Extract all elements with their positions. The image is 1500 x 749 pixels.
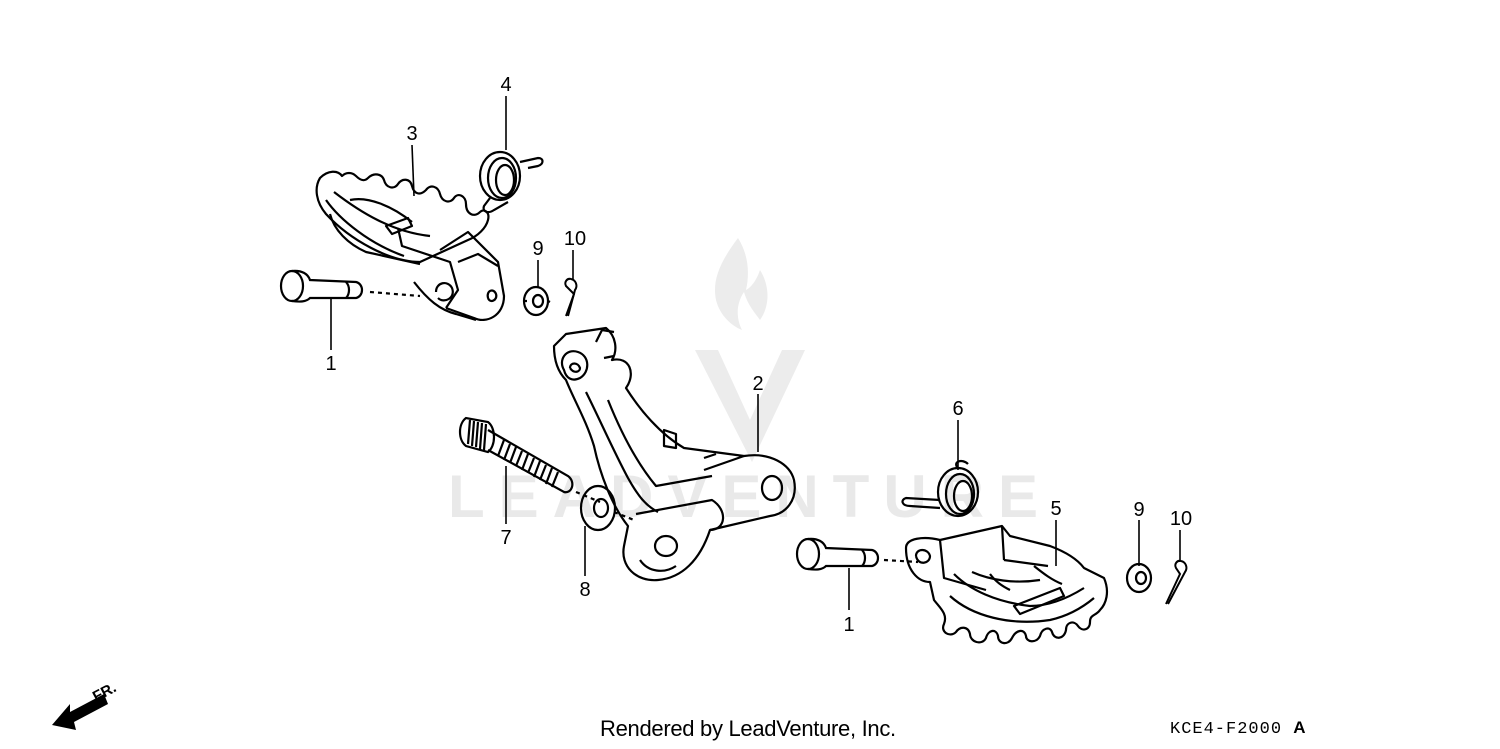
callout-9-upper: 9 [532, 238, 543, 260]
part-cotter-pin-upper [564, 277, 578, 317]
part-cotter-pin-lower [1165, 559, 1188, 605]
footer-credit: Rendered by LeadVenture, Inc. [600, 716, 896, 741]
part-pin-lower [795, 537, 919, 571]
callout-5: 5 [1050, 498, 1061, 520]
callout-labels: 1 1 2 3 4 5 6 7 8 9 9 10 10 [325, 74, 1192, 636]
part-footpeg-left [315, 170, 506, 322]
part-washer-upper [522, 285, 551, 317]
callout-10-upper: 10 [564, 228, 586, 250]
callout-7: 7 [500, 527, 511, 549]
part-washer-large [579, 484, 635, 532]
callout-2: 2 [752, 373, 763, 395]
callout-4: 4 [500, 74, 511, 96]
callout-9-lower: 9 [1133, 499, 1144, 521]
diagram-code-id: KCE4-F2000 [1170, 720, 1283, 739]
callout-10-lower: 10 [1170, 508, 1192, 530]
part-bolt [458, 416, 601, 504]
leader-lines [330, 96, 1181, 610]
callout-6: 6 [952, 398, 963, 420]
watermark-text: LEADVENTURE [448, 463, 1052, 530]
part-footpeg-right [904, 524, 1109, 645]
callout-3: 3 [406, 123, 417, 145]
callout-1-upper: 1 [325, 353, 336, 375]
part-bracket [552, 326, 796, 582]
diagram-revision: A [1293, 718, 1307, 737]
part-washer-lower [1125, 562, 1153, 594]
part-spring-upper [478, 150, 544, 214]
watermark-logo [695, 238, 805, 462]
diagram-code: KCE4-F2000 A [1170, 718, 1307, 739]
callout-1-lower: 1 [843, 614, 854, 636]
front-direction-arrow: FR. [52, 679, 119, 730]
part-pin-upper [279, 269, 421, 303]
callout-8: 8 [579, 579, 590, 601]
